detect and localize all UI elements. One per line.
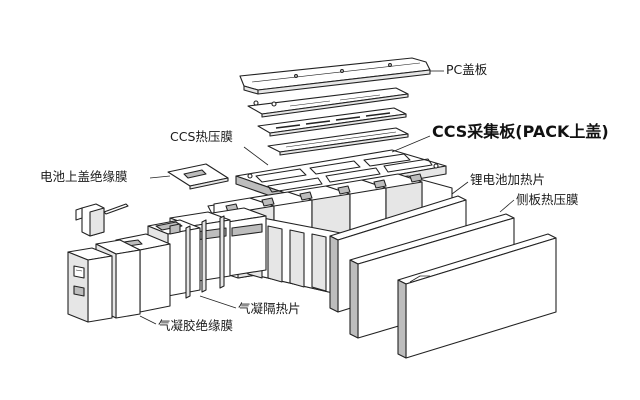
- side-plate-panel: [397, 233, 557, 359]
- cell-top-cover-insulation-film: [167, 163, 229, 190]
- bus-film-layer: [247, 87, 409, 118]
- aerogel-heat-insulation-sheets: [185, 215, 225, 299]
- connector-bracket: [75, 203, 129, 237]
- label-ccs-hot-press: CCS热压膜: [170, 129, 233, 144]
- pc-cover-plate: [239, 57, 431, 95]
- label-ccs-collection-plate: CCS采集板(PACK上盖): [432, 122, 609, 141]
- aerogel-glue-insulation-film: [67, 247, 113, 323]
- label-aerogel-glue-insulation-film: 气凝胶绝缘膜: [158, 318, 234, 333]
- label-side-plate-hot-press: 侧板热压膜: [516, 192, 579, 207]
- label-lithium-battery-heating-sheet: 锂电池加热片: [470, 172, 546, 187]
- bus-film-layer-3: [267, 127, 409, 156]
- bus-film-layer-2: [257, 107, 407, 137]
- label-pc-cover: PC盖板: [446, 62, 488, 77]
- label-aerogel-insulation-heat-sheet: 气凝隔热片: [238, 301, 301, 316]
- label-cell-top-cover-insulation: 电池上盖绝缘膜: [40, 169, 128, 184]
